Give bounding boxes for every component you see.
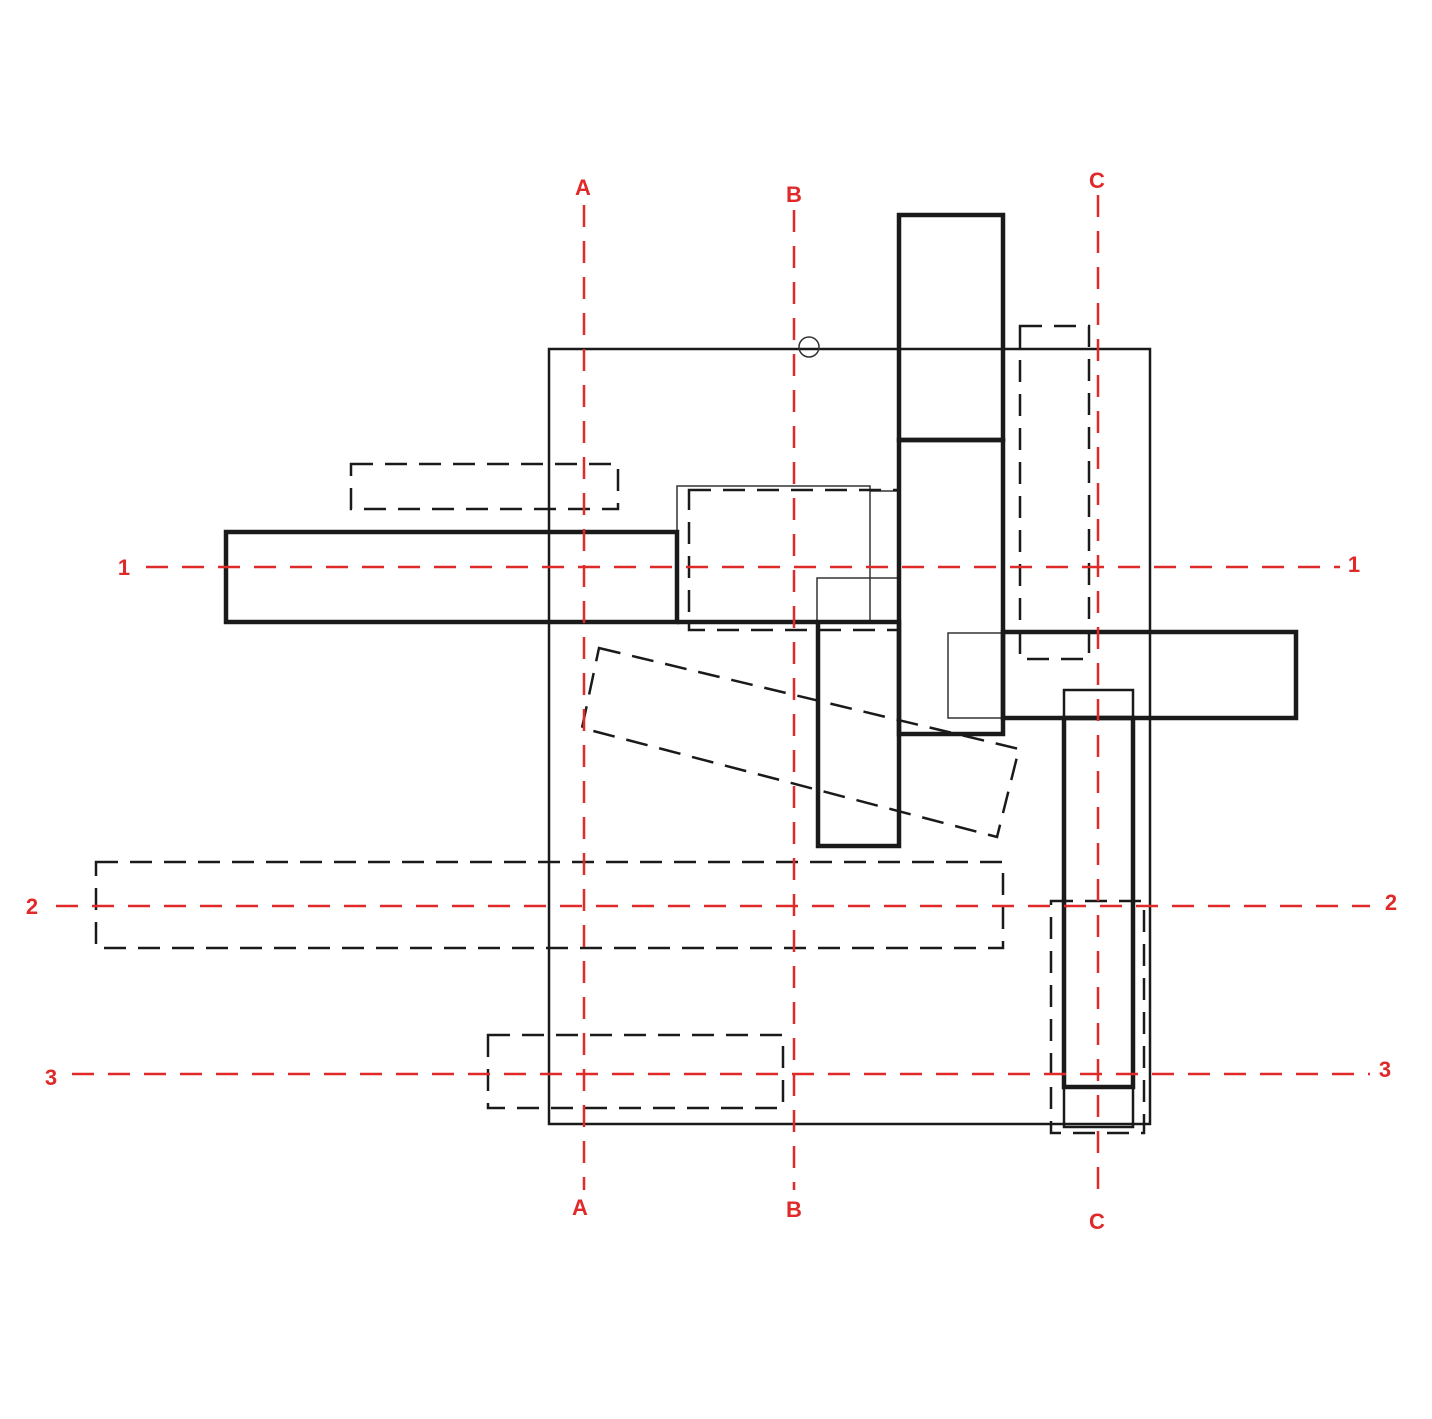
base-frame xyxy=(547,347,1152,1126)
grid-label-B-top: B xyxy=(786,182,802,207)
grid-label-3-left: 3 xyxy=(45,1065,57,1090)
circle-marker xyxy=(798,336,820,358)
grid-label-A-top: A xyxy=(575,175,591,200)
grid-labels: A A B B C C 1 1 2 2 3 3 xyxy=(26,168,1397,1234)
inner-box-top xyxy=(676,485,871,623)
grid-label-B-bottom: B xyxy=(786,1197,802,1222)
bar-tall-middle xyxy=(896,437,1006,737)
grid-label-3-right: 3 xyxy=(1379,1057,1391,1082)
bar-left-horizontal xyxy=(223,529,680,625)
grid-label-2-right: 2 xyxy=(1385,890,1397,915)
grid-label-2-left: 2 xyxy=(26,894,38,919)
inner-box-right xyxy=(947,632,1005,719)
grid-label-C-bottom: C xyxy=(1089,1209,1105,1234)
grid-lines xyxy=(56,195,1370,1200)
bar-right-vertical-base xyxy=(1062,1085,1135,1129)
bar-tall-top xyxy=(896,212,1006,443)
bar-right-horizontal xyxy=(1000,629,1299,721)
grid-label-1-right: 1 xyxy=(1348,552,1360,577)
grid-label-1-left: 1 xyxy=(118,555,130,580)
dashed-box-right-tall xyxy=(1018,324,1091,661)
inner-box-small xyxy=(816,577,899,623)
dashed-box-tilted xyxy=(580,646,1021,839)
bar-vertical-short xyxy=(815,619,902,849)
grid-label-A-bottom: A xyxy=(572,1195,588,1220)
grid-label-C-top: C xyxy=(1089,168,1105,193)
dashed-box-row3 xyxy=(486,1033,785,1110)
dashed-box-upper-left xyxy=(349,462,620,511)
